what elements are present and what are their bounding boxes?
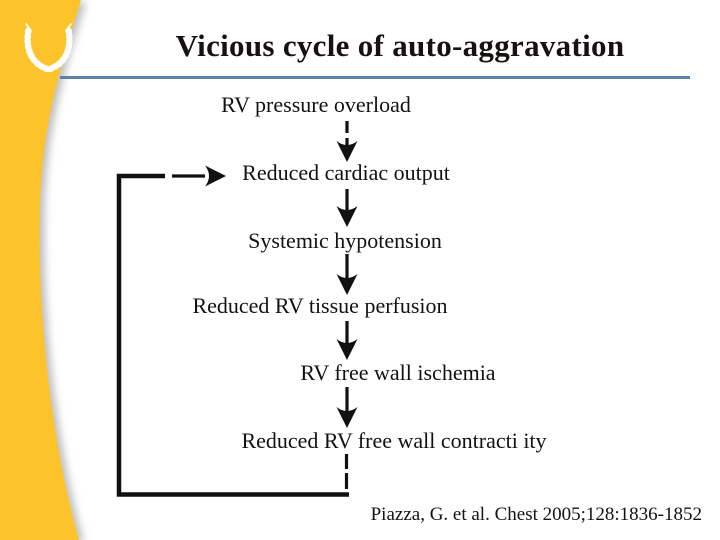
- flowchart-node-rv-free-wall-ischemia: RV free wall ischemia: [300, 360, 496, 385]
- flowchart-node-reduced-rv-tissue-perfusion: Reduced RV tissue perfusion: [192, 293, 448, 318]
- citation-text: Piazza, G. et al. Chest 2005;128:1836-18…: [370, 504, 702, 525]
- sidebar-accent-shape: [0, 0, 81, 540]
- title-divider: [60, 76, 690, 79]
- flowchart-node-rv-pressure-overload: RV pressure overload: [221, 92, 411, 117]
- flowchart-node-systemic-hypotension: Systemic hypotension: [248, 228, 442, 253]
- laurel-wreath-icon: [24, 23, 73, 73]
- page-title: Vicious cycle of auto-aggravation: [175, 28, 625, 63]
- flowchart-node-reduced-cardiac-output: Reduced cardiac output: [242, 160, 450, 185]
- flowchart-node-reduced-rv-free-wall-contractility: Reduced RV free wall contracti ity: [241, 428, 547, 453]
